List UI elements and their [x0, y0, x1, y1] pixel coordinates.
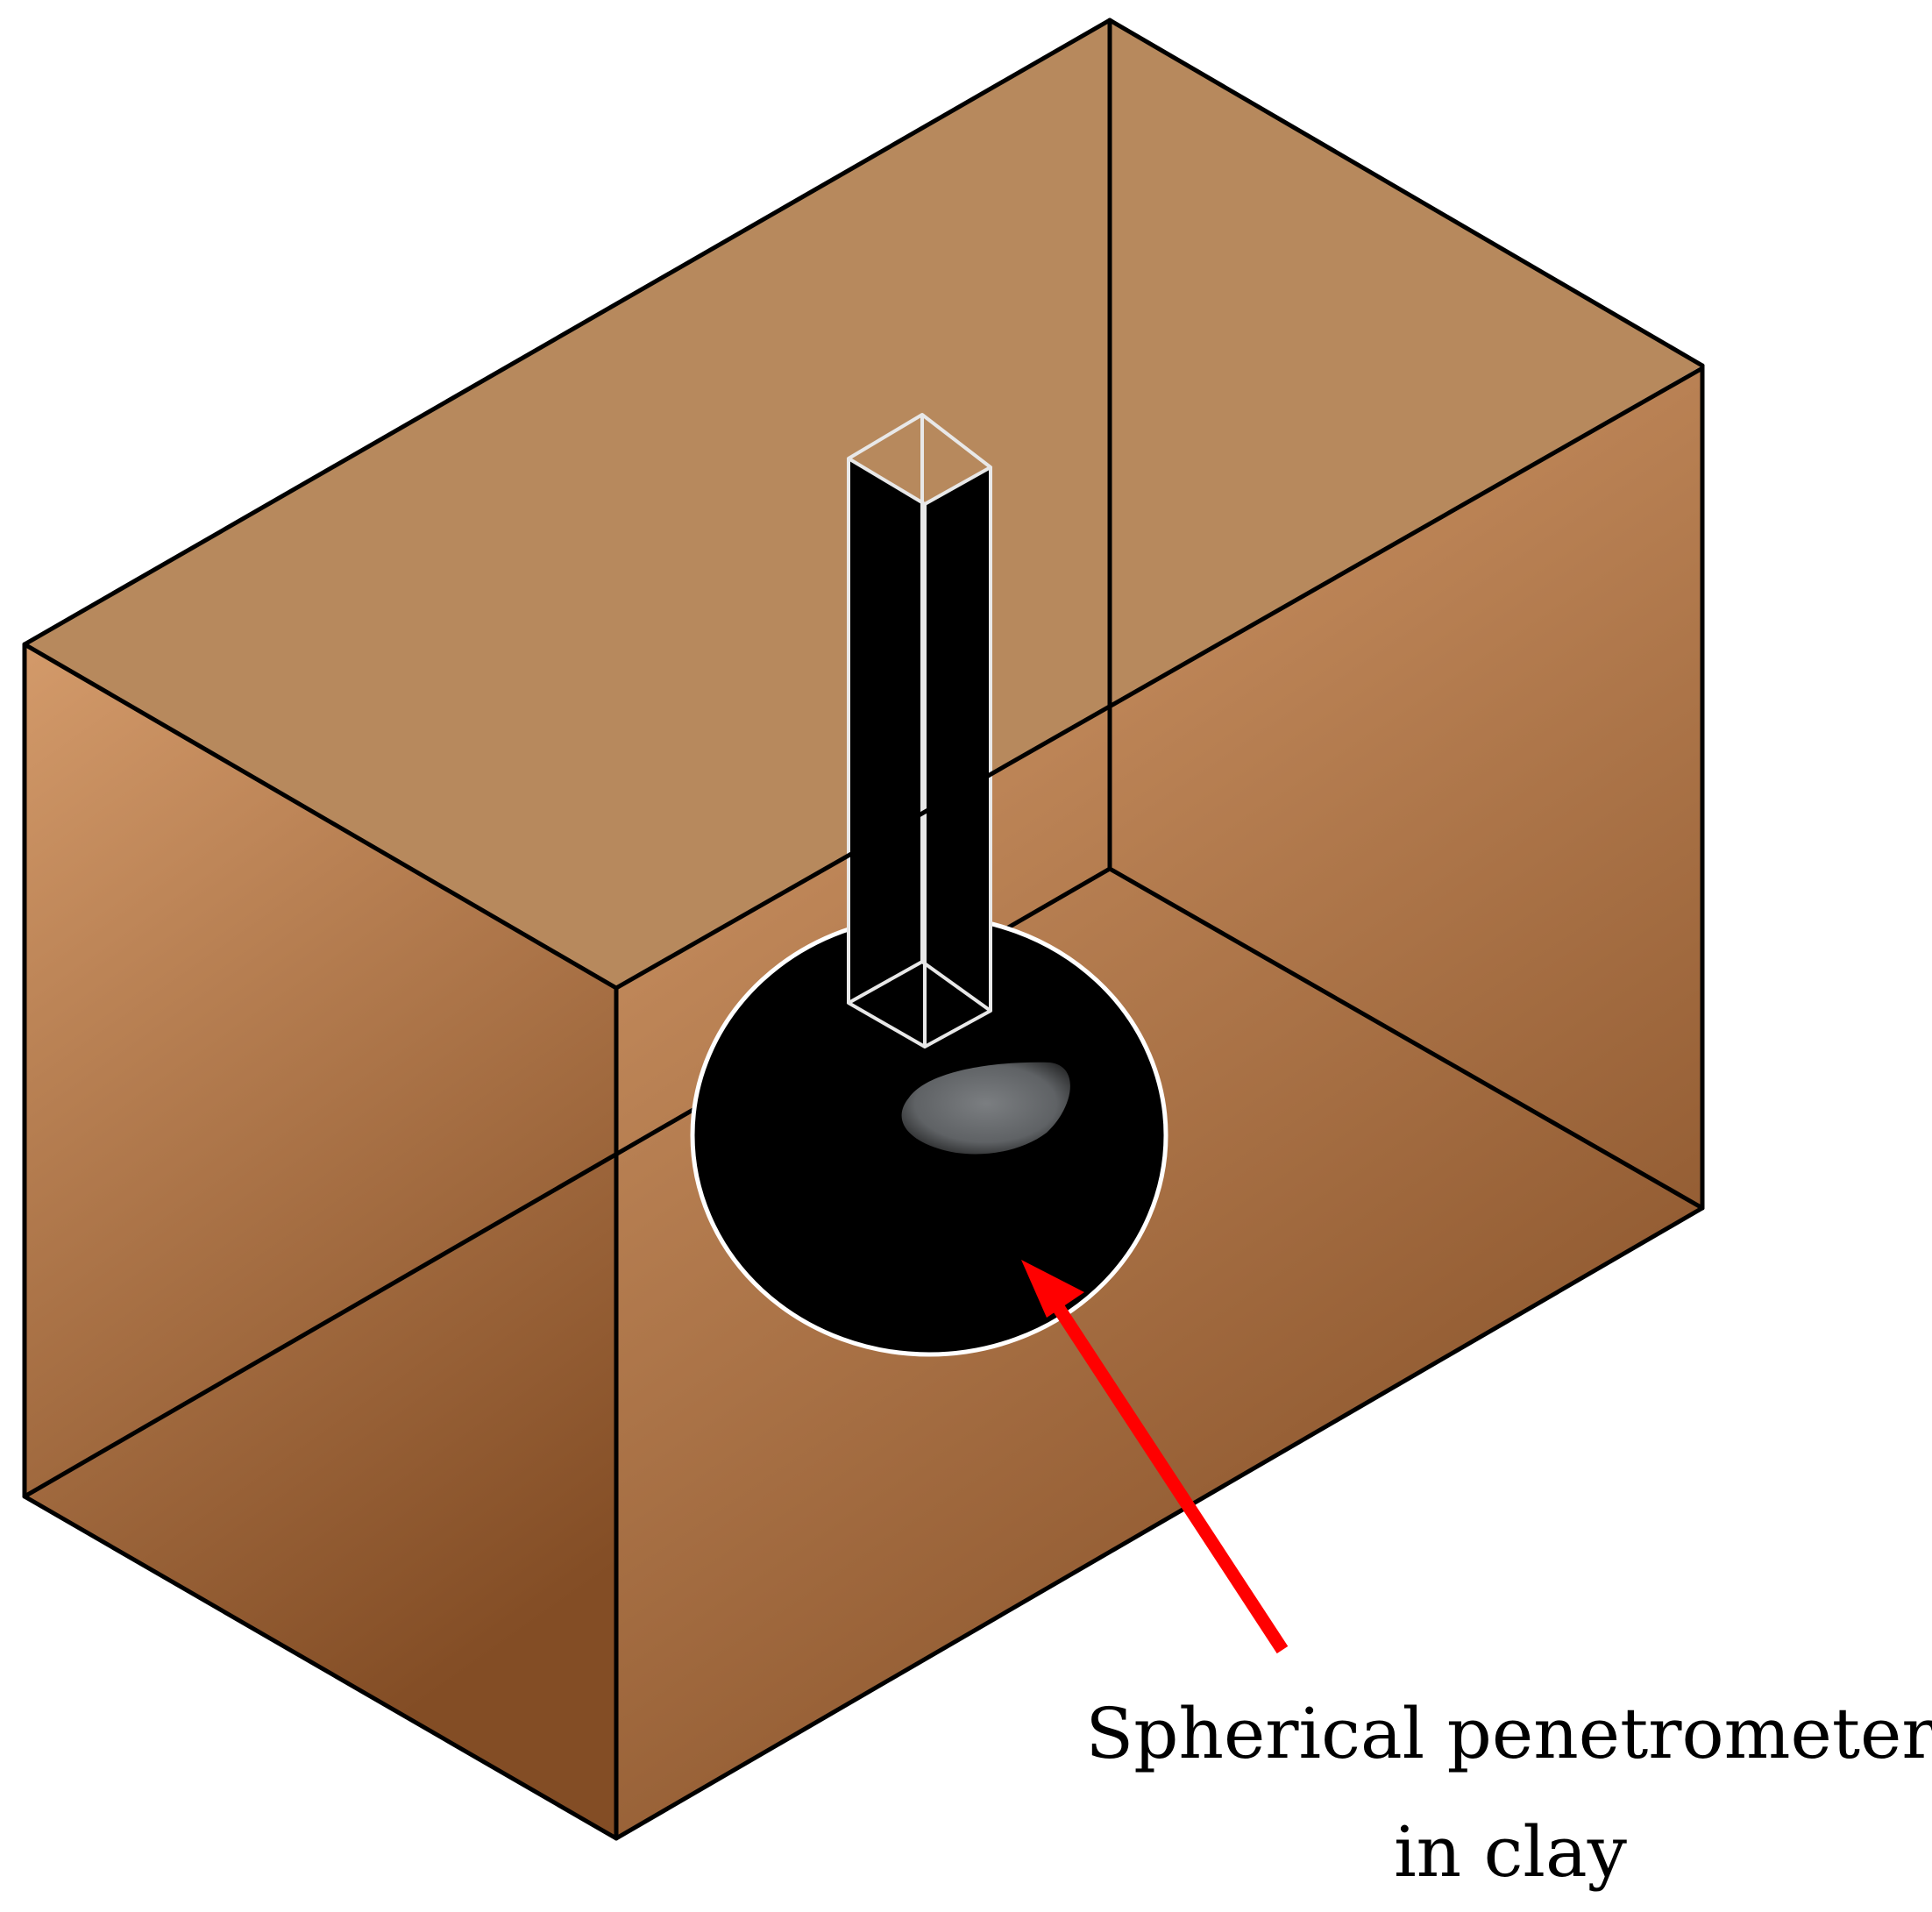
annotation-arrow	[1021, 1260, 1289, 1654]
top-front-edge-right	[614, 366, 1705, 991]
bottom-front-edge-left	[22, 1494, 619, 1841]
clay-left-face	[25, 644, 616, 1838]
caption-line-1: Spherical penetrometer	[1085, 1693, 1932, 1774]
shaft-front-left-face	[849, 458, 925, 1047]
top-back-edge-right	[1107, 18, 1705, 368]
caption-line-2: in clay	[1394, 1811, 1627, 1893]
clay-visible-edges	[22, 18, 1705, 1841]
hidden-bottom-right-edge	[1107, 866, 1705, 1211]
top-back-edge-left	[22, 18, 1112, 647]
shaft-front-right-face	[925, 467, 991, 1047]
bottom-front-edge-right	[614, 1205, 1705, 1841]
penetrometer-shaft	[847, 413, 992, 1048]
top-front-edge-left	[22, 642, 619, 991]
arrow-shaft	[1050, 1300, 1289, 1654]
spherical-penetrometer	[690, 413, 1168, 1357]
arrow-head	[1021, 1260, 1084, 1318]
caption: Spherical penetrometer in clay	[1085, 1693, 1932, 1893]
ball-highlight	[901, 1062, 1070, 1155]
